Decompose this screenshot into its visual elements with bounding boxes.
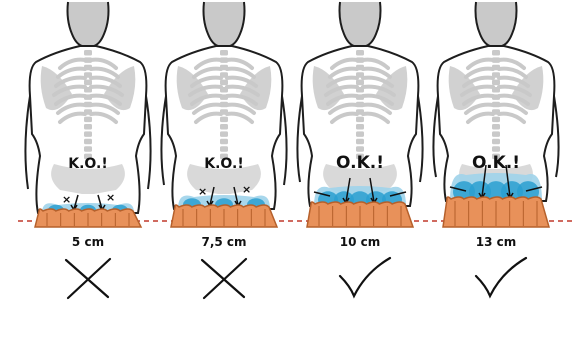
vertebra <box>356 80 364 86</box>
vertebra <box>84 139 92 145</box>
vertebra <box>492 124 500 130</box>
check-stroke <box>340 258 390 296</box>
vertebra <box>492 72 500 78</box>
left-arm <box>25 96 30 189</box>
x-mark: × <box>198 185 207 198</box>
panel-1: × × K.O.! 5 cm <box>25 2 150 298</box>
vertebra <box>356 124 364 130</box>
right-arm <box>282 96 287 185</box>
vertebra <box>84 146 92 152</box>
vertebra <box>220 109 228 115</box>
check-stroke <box>476 258 526 296</box>
vertebra <box>84 87 92 93</box>
x-mark: × <box>62 193 71 206</box>
vertebra <box>220 80 228 86</box>
vertebra <box>84 131 92 137</box>
right-arm <box>146 96 151 189</box>
vertebra <box>84 102 92 108</box>
cross-icon <box>66 259 110 298</box>
check-icon <box>340 258 390 296</box>
status-text: O.K.! <box>336 153 384 173</box>
left-arm <box>161 96 166 185</box>
panel-2: × × K.O.! 7,5 cm <box>161 2 286 298</box>
vertebra <box>492 80 500 86</box>
status-text: O.K.! <box>472 153 520 173</box>
vertebra <box>492 57 500 63</box>
vertebra <box>356 87 364 93</box>
head-shape <box>204 2 245 46</box>
vertebra <box>492 139 500 145</box>
vertebra <box>492 94 500 100</box>
vertebra <box>492 146 500 152</box>
vertebra <box>84 80 92 86</box>
vertebra <box>492 109 500 115</box>
vertebra <box>84 109 92 115</box>
left-arm <box>433 96 438 177</box>
height-label: 5 cm <box>72 235 104 249</box>
right-arm <box>554 96 559 177</box>
x-mark: × <box>106 191 115 204</box>
vertebra <box>84 65 92 71</box>
vertebra <box>84 94 92 100</box>
vertebra <box>220 72 228 78</box>
height-label: 7,5 cm <box>201 235 246 249</box>
vertebra <box>220 146 228 152</box>
height-label: 10 cm <box>340 235 381 249</box>
vertebra <box>220 139 228 145</box>
head-shape <box>476 2 517 46</box>
vertebra <box>220 102 228 108</box>
right-arm <box>418 96 423 182</box>
vertebra <box>220 131 228 137</box>
check-icon <box>476 258 526 296</box>
vertebra <box>220 57 228 63</box>
vertebra <box>356 131 364 137</box>
vertebra <box>220 50 228 56</box>
vertebra <box>84 117 92 123</box>
vertebra <box>84 72 92 78</box>
vertebra <box>356 109 364 115</box>
vertebra <box>356 72 364 78</box>
vertebra <box>84 124 92 130</box>
vertebra <box>492 131 500 137</box>
vertebra <box>356 146 364 152</box>
vertebra <box>220 87 228 93</box>
panel-4: O.K.! 13 cm <box>433 2 558 296</box>
panel-3: O.K.! 10 cm <box>297 2 422 296</box>
vertebra <box>220 124 228 130</box>
vertebra <box>220 117 228 123</box>
vertebra <box>492 50 500 56</box>
cross-icon <box>202 259 246 298</box>
height-label: 13 cm <box>476 235 517 249</box>
vertebra <box>356 65 364 71</box>
vertebra <box>356 50 364 56</box>
vertebra <box>356 139 364 145</box>
vertebra <box>220 65 228 71</box>
vertebra <box>356 117 364 123</box>
x-mark: × <box>242 183 251 196</box>
vertebra <box>356 102 364 108</box>
vertebra <box>84 57 92 63</box>
head-shape <box>68 2 109 46</box>
vertebra <box>84 50 92 56</box>
vertebra <box>356 57 364 63</box>
status-text: K.O.! <box>204 156 243 172</box>
vertebra <box>356 94 364 100</box>
vertebra <box>492 117 500 123</box>
vertebra <box>220 94 228 100</box>
head-shape <box>340 2 381 46</box>
vertebra <box>492 102 500 108</box>
status-text: K.O.! <box>68 156 107 172</box>
left-arm <box>297 96 302 182</box>
vertebra <box>492 65 500 71</box>
vertebra <box>492 87 500 93</box>
